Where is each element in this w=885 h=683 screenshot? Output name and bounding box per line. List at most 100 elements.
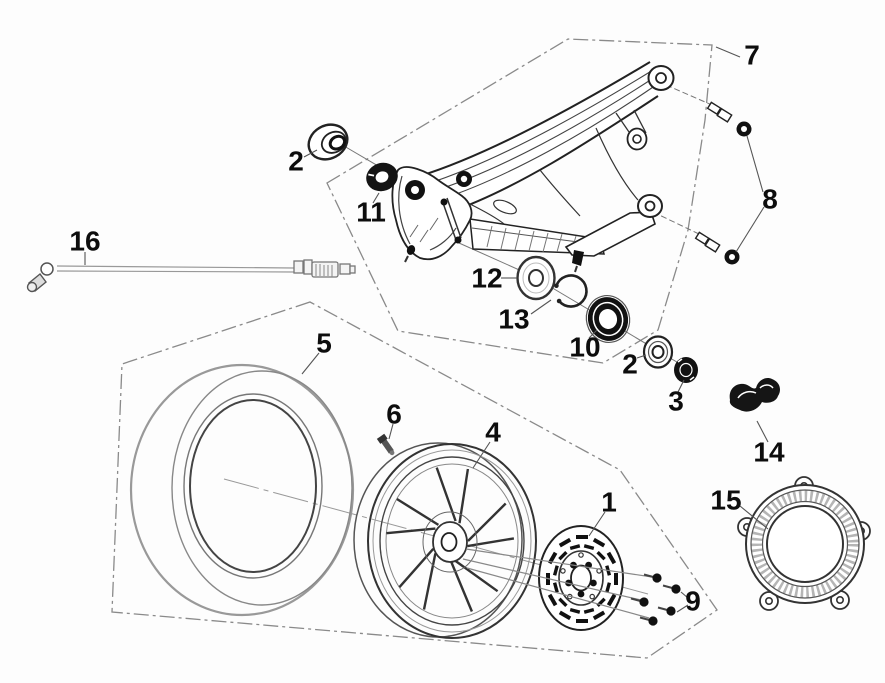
lower-pivot-boss-hole [644,200,656,212]
part-label-9: 9 [685,586,701,617]
rim-outer-edge [367,443,537,639]
disc-bolt-heads [639,573,681,626]
abs-ring-drawing [737,476,871,611]
part-label-7: 7 [744,40,760,71]
tire-outer-edge [129,363,355,617]
washer-2b-drawing [642,335,674,369]
cap-mid [320,130,347,154]
clamp-body [729,378,780,412]
swingarm-drawing [391,61,675,273]
phantom-borders [111,38,718,659]
upper-arm-top-edge [419,61,651,177]
washer-mid [522,262,550,294]
rim-lip [372,449,532,633]
nut-highlight-2 [689,376,695,381]
tire-drawing [129,363,355,617]
pivot-bore-hole [411,186,419,194]
mid-tab-boss [615,109,648,151]
hose-line-bottom [56,270,295,273]
axis-boss-to-bolt-upper [665,84,713,106]
bearing-race [592,301,624,337]
bearing-drawing [585,295,631,343]
part-label-16: 16 [69,226,100,257]
circlip-end-bottom [556,298,562,304]
seal-hole [375,171,389,183]
part-label-15: 15 [710,485,741,516]
swingarm-group-border [326,38,713,364]
cap-bore [328,134,347,151]
part-label-11: 11 [356,197,386,228]
brake-disc-drawing [538,525,624,631]
part-label-6: 6 [386,399,402,430]
web-slot [493,199,517,215]
hub-hatch [409,217,439,243]
swingarm-bolts-drawing [694,101,752,265]
hose-eyelet [40,262,54,276]
valve-base [389,450,395,456]
hub-small-stud-tip [404,255,409,263]
axis-boss-to-bolt-lower [652,211,700,235]
bearing-hole [598,309,618,329]
part-label-3: 3 [668,386,684,417]
leader-lines [84,46,769,613]
nut-face [679,362,693,378]
torque-link-bush-top [440,198,448,206]
part-label-14: 14 [753,437,785,468]
upper-arm-bottom-edge [449,95,659,213]
abs-ring-teeth [751,490,859,598]
part-label-5: 5 [316,328,332,359]
axle-hole [440,532,458,552]
wheel-rim-drawing [353,442,537,639]
hub-flange [422,511,478,573]
abs-ring-hole [766,505,844,583]
tire-bead-outer [183,393,323,579]
nut-highlight-1 [677,358,683,363]
hose-line-top [56,265,295,269]
web-edges [467,127,639,225]
tire-bead-inner [189,399,317,573]
part-label-12: 12 [471,263,502,294]
tire-tread-edge [171,370,353,606]
washer2-mid [647,340,669,364]
washer-hole [528,269,544,287]
callout-labels: 1 2 2 3 4 5 6 7 8 9 10 11 12 13 14 15 16 [69,40,785,617]
hose-banjo-bolt [26,281,38,293]
hub-arc-right [429,227,457,251]
rim-well [385,463,519,619]
part-label-13: 13 [498,304,529,335]
axle-stud-lines [462,548,653,619]
upper-arm-body [420,62,658,212]
valve-cap [376,433,388,444]
bolt-upper-head-center [741,126,747,132]
part-label-2b: 2 [622,349,638,380]
bracket-stud [572,250,584,266]
torque-link-bush-bottom [454,236,462,244]
circlip-end-top [554,283,559,289]
part-label-2a: 2 [288,146,304,177]
disc-inner-slots [552,544,612,614]
wheel-spokes [386,467,515,612]
arm-collar-hole [460,175,468,183]
hub-arc-left [398,175,411,245]
oil-seal-drawing [366,162,398,192]
bearing-edge [585,295,631,343]
dust-cap-drawing [307,123,349,161]
axle-nut-drawing [674,357,698,383]
right-bracket [564,211,656,257]
valve-stem-drawing [376,433,395,456]
clamp-detail [737,384,774,399]
lower-rail-hatch [486,225,577,254]
upper-pivot-boss-hole [655,72,667,84]
torque-link [441,197,462,241]
part-label-10: 10 [569,332,600,363]
hose-fitting-ribs [315,264,333,277]
rim-inner-edge [379,456,525,626]
circlip-drawing [554,274,588,308]
washer2-hole [651,345,665,359]
part-label-1: 1 [601,487,617,518]
disc-bolts-drawing [630,573,681,626]
hub-small-stud [406,245,416,255]
bolt-lower-head-center [729,254,735,260]
